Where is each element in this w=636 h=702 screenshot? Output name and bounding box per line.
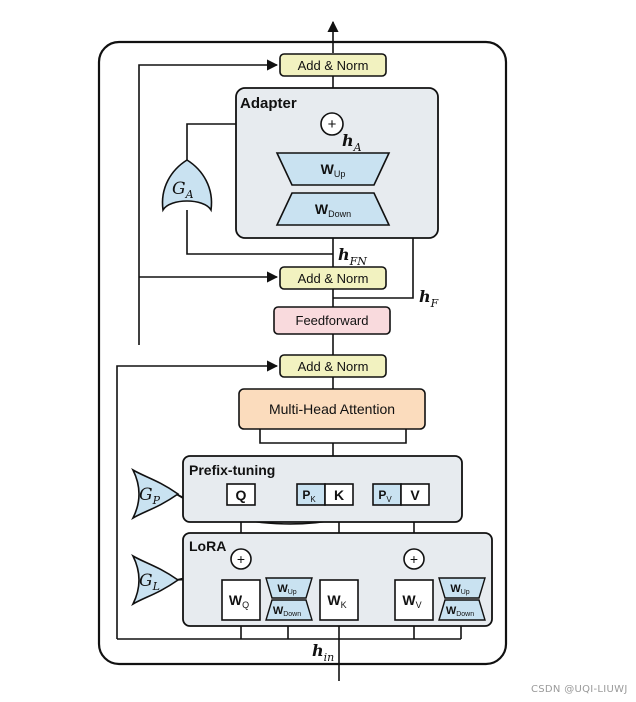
wv-box <box>394 579 434 621</box>
gate-l-label: GL <box>139 571 160 593</box>
wq-box <box>221 579 261 621</box>
v-box <box>400 483 430 506</box>
h-fn-label: hFN <box>338 245 367 268</box>
gate-p-shape <box>131 467 180 521</box>
add-norm-mid: Add & Norm <box>298 271 369 286</box>
q-box <box>226 483 256 506</box>
lora-v-w-down <box>438 599 486 621</box>
h-a-label: hA <box>342 131 362 154</box>
lora-q-sum-node <box>230 548 252 570</box>
lora-v-sum-node <box>403 548 425 570</box>
adapter-w-up <box>275 152 391 186</box>
add-norm-top-box <box>279 53 387 77</box>
watermark: CSDN @UQI-LIUWJ <box>531 684 628 695</box>
lora-q-w-down-label: WDown <box>273 605 301 618</box>
lora-q-w-up <box>265 577 313 599</box>
gate-a-label: GA <box>172 179 194 201</box>
wk-label: WK <box>327 592 346 610</box>
add-norm-low-box <box>279 354 387 378</box>
adapter-w-down <box>275 192 391 226</box>
lora-v-plus: + <box>410 551 418 567</box>
gate-l-shape <box>131 553 180 607</box>
lora-title: LoRA <box>189 538 226 554</box>
v-label: V <box>410 487 420 503</box>
adapter-w-down-label: WDown <box>315 201 351 219</box>
feedforward-box <box>273 306 391 335</box>
add-norm-top: Add & Norm <box>298 58 369 73</box>
q-label: Q <box>236 487 247 503</box>
pk-label: PK <box>302 488 316 504</box>
h-in-label: hin <box>312 641 334 664</box>
pv-label: PV <box>378 488 392 504</box>
adapter-sum-node <box>320 112 344 136</box>
wq-label: WQ <box>229 592 249 610</box>
lora-v-w-up-label: WUp <box>450 583 469 596</box>
gate-p-label: GP <box>139 485 161 507</box>
add-norm-mid-box <box>279 266 387 290</box>
add-norm-low: Add & Norm <box>298 359 369 374</box>
lora-q-w-up-label: WUp <box>277 583 296 596</box>
mha-box <box>238 388 426 430</box>
adapter-plus: + <box>328 116 337 133</box>
k-box <box>324 483 354 506</box>
lora-q-plus: + <box>237 551 245 567</box>
wv-label: WV <box>402 592 421 610</box>
h-f-label: hF <box>419 287 439 310</box>
mha-label: Multi-Head Attention <box>269 401 395 417</box>
lora-q-w-down <box>265 599 313 621</box>
adapter-w-up-label: WUp <box>321 161 346 179</box>
lora-v-w-down-label: WDown <box>446 605 474 618</box>
adapter-title: Adapter <box>240 95 297 112</box>
prefix-tuning-title: Prefix-tuning <box>189 462 275 478</box>
lora-v-w-up <box>438 577 486 599</box>
wk-box <box>319 579 359 621</box>
k-label: K <box>334 487 344 503</box>
gate-a-shape <box>161 159 213 213</box>
feedforward-label: Feedforward <box>296 313 369 328</box>
